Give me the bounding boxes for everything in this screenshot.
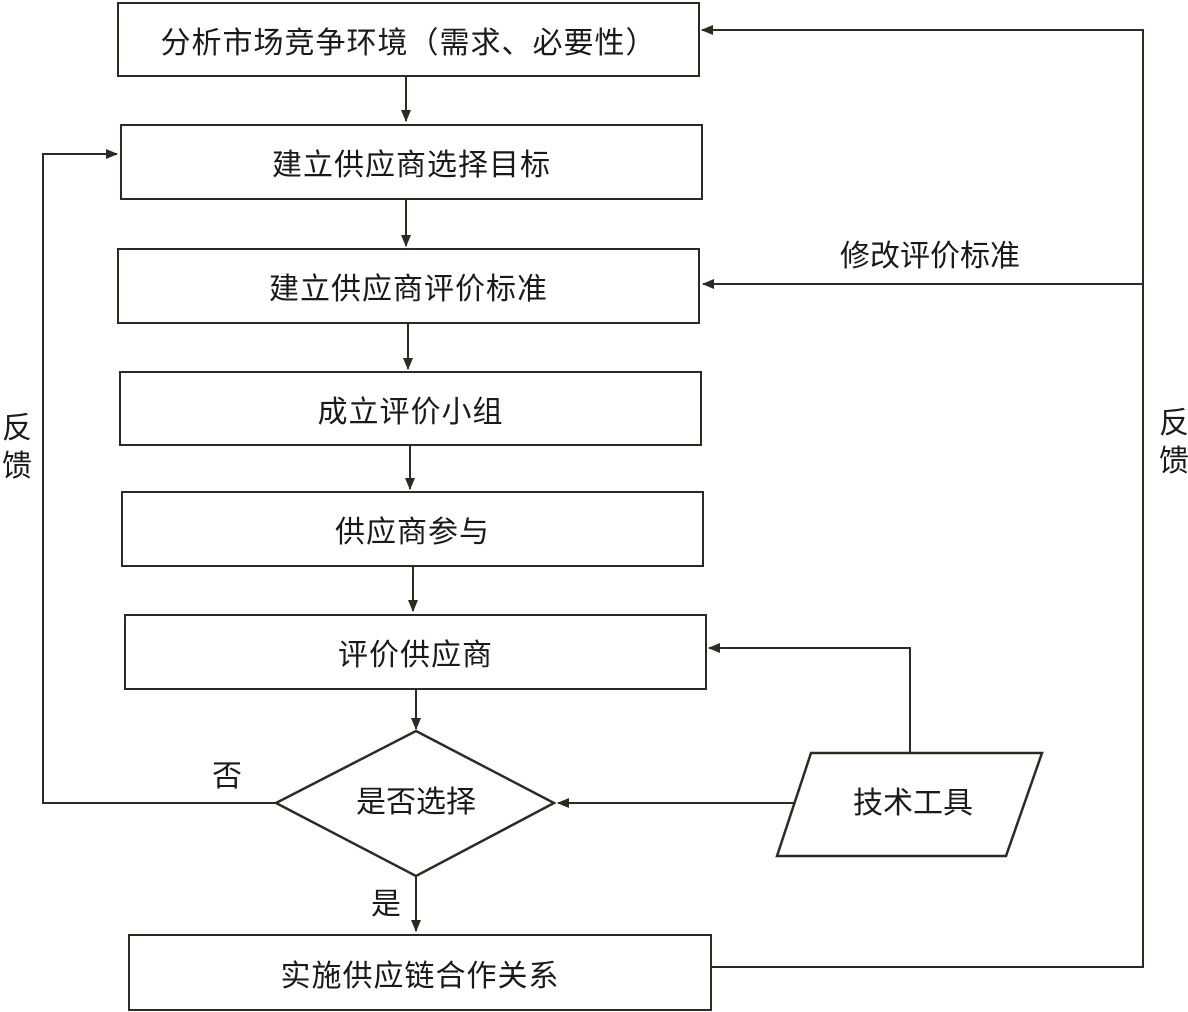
box-evaluate-supplier-label: 评价供应商 bbox=[338, 638, 493, 673]
tool-parallelogram bbox=[775, 751, 1044, 858]
arrow-feedback-right bbox=[701, 25, 1144, 968]
box-set-criteria: 建立供应商评价标准 bbox=[117, 248, 700, 324]
box-set-goal: 建立供应商选择目标 bbox=[120, 124, 703, 200]
decision-label: 是否选择 bbox=[356, 785, 476, 820]
box-implement-partnership: 实施供应链合作关系 bbox=[128, 934, 712, 1011]
box-analyze-market: 分析市场竞争环境（需求、必要性） bbox=[117, 2, 700, 77]
box-form-team-label: 成立评价小组 bbox=[317, 394, 504, 430]
box-set-criteria-label: 建立供应商评价标准 bbox=[269, 272, 548, 307]
arrow-tool-to-evaluate bbox=[708, 643, 911, 753]
box-set-goal-label: 建立供应商选择目标 bbox=[272, 148, 551, 183]
box-form-team: 成立评价小组 bbox=[119, 371, 702, 446]
box-supplier-participation: 供应商参与 bbox=[121, 491, 704, 567]
label-no: 否 bbox=[212, 759, 242, 794]
box-supplier-participation-label: 供应商参与 bbox=[335, 515, 490, 550]
label-yes: 是 bbox=[371, 887, 401, 922]
label-feedback-left: 反馈 bbox=[2, 411, 32, 484]
tool-label: 技术工具 bbox=[853, 786, 973, 821]
arrow-feedback-left bbox=[42, 149, 276, 804]
box-analyze-market-label: 分析市场竞争环境（需求、必要性） bbox=[160, 25, 657, 61]
decision-diamond bbox=[273, 729, 557, 878]
label-feedback-right: 反馈 bbox=[1159, 406, 1188, 479]
box-evaluate-supplier: 评价供应商 bbox=[124, 614, 707, 690]
label-modify-criteria: 修改评价标准 bbox=[840, 239, 1020, 274]
box-implement-partnership-label: 实施供应链合作关系 bbox=[280, 958, 560, 994]
